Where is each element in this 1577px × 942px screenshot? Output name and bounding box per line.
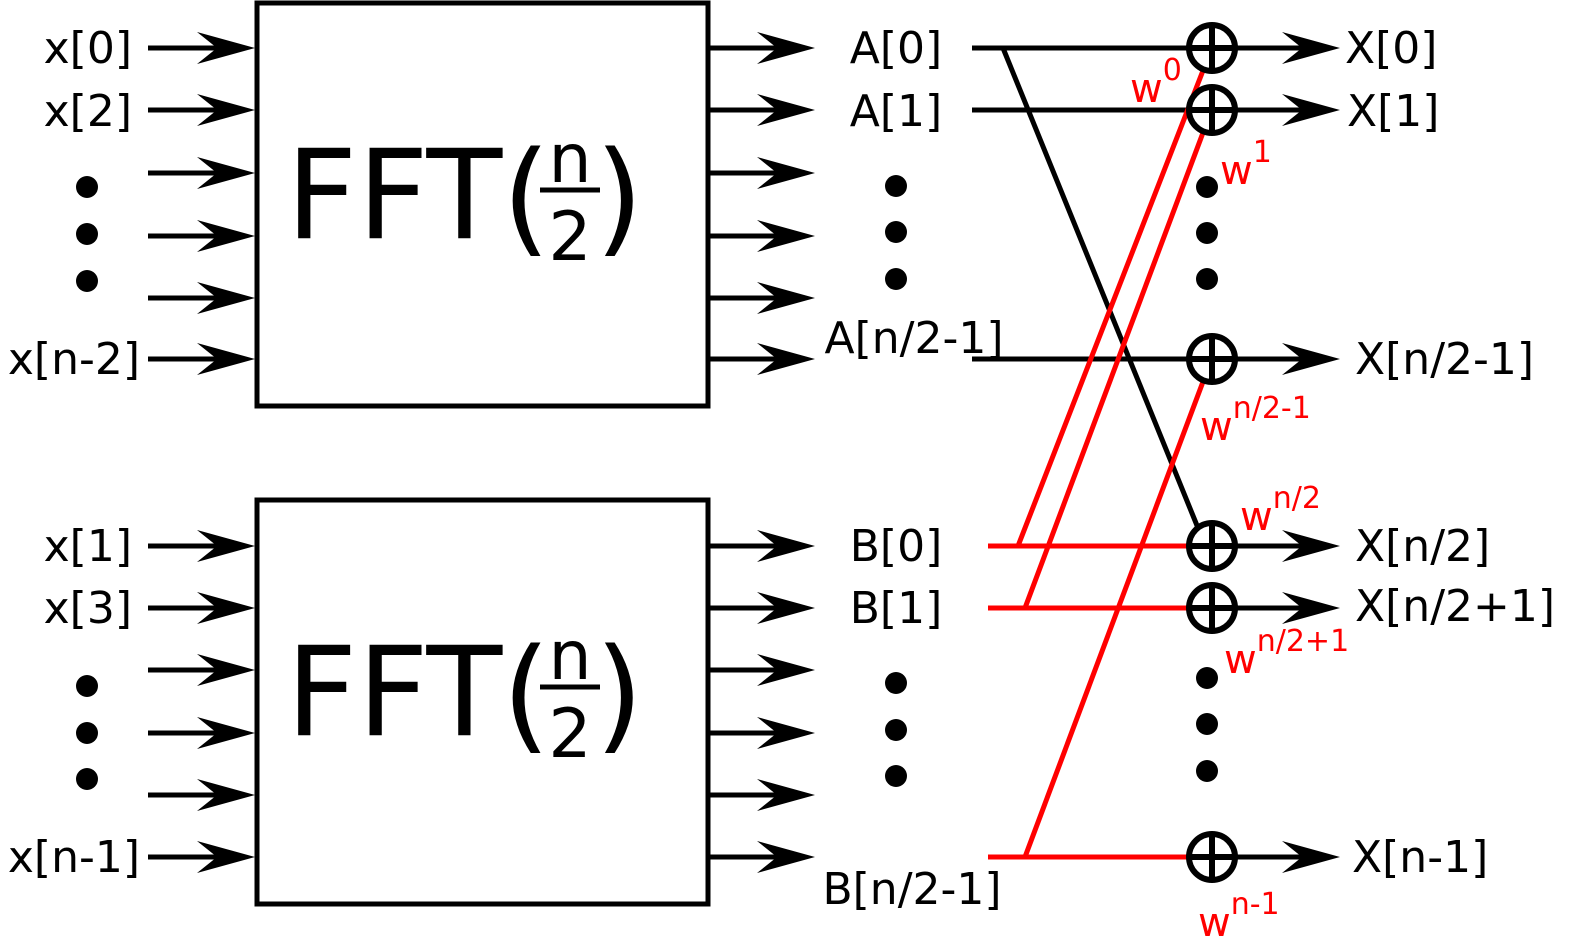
fft-bottom-open-paren: ( (502, 623, 550, 767)
a-label: A[0] (850, 23, 942, 74)
fft-bottom-func: FFT (286, 621, 503, 765)
fft-top-label: FFT ( n 2 ) (286, 120, 643, 277)
twiddle-label: wn/2+1 (1224, 624, 1349, 683)
input-label: x[3] (44, 583, 132, 634)
fft-top-open-paren: ( (502, 126, 550, 270)
b-label: B[n/2-1] (822, 864, 1001, 915)
output-label: X[n/2] (1355, 521, 1490, 572)
fft-block-bottom (254, 497, 711, 907)
arrowhead-icon (757, 530, 815, 562)
arrowhead-icon (1282, 94, 1340, 126)
twiddle-wire (1022, 129, 1207, 609)
arrowhead-icon (197, 717, 255, 749)
arrowhead-icon (197, 841, 255, 873)
arrowhead-icon (197, 94, 255, 126)
ellipsis-dot (76, 223, 98, 245)
output-label: X[n/2+1] (1355, 581, 1555, 632)
fft-top-close-paren: ) (595, 126, 643, 270)
arrowhead-icon (757, 94, 815, 126)
arrowhead-icon (757, 779, 815, 811)
wires (76, 22, 1340, 883)
arrowhead-icon (1282, 343, 1340, 375)
fft-top-denominator: 2 (548, 198, 591, 277)
input-label: x[n-1] (8, 832, 140, 883)
arrowhead-icon (197, 530, 255, 562)
output-label: X[0] (1345, 23, 1437, 74)
arrowhead-icon (757, 220, 815, 252)
twiddle-label: w0 (1130, 53, 1182, 112)
arrowhead-icon (1282, 841, 1340, 873)
ellipsis-dot (76, 722, 98, 744)
output-label: X[n/2-1] (1355, 334, 1534, 385)
fft-top-func: FFT (286, 124, 503, 268)
ellipsis-dot (76, 176, 98, 198)
fft-bottom-label: FFT ( n 2 ) (286, 617, 643, 774)
ellipsis-dot (885, 175, 907, 197)
ellipsis-dot (1196, 222, 1218, 244)
twiddle-label: w1 (1220, 135, 1272, 194)
arrowhead-icon (197, 654, 255, 686)
arrowhead-icon (197, 343, 255, 375)
b-label: B[1] (850, 583, 943, 634)
arrowhead-icon (197, 779, 255, 811)
input-label: x[n-2] (8, 334, 140, 385)
twiddle-label: wn/2 (1240, 481, 1321, 540)
arrowhead-icon (757, 592, 815, 624)
ellipsis-dot (76, 768, 98, 790)
arrowhead-icon (757, 841, 815, 873)
a-label: A[1] (850, 86, 942, 137)
output-label: X[1] (1347, 86, 1439, 137)
ellipsis-dot (885, 221, 907, 243)
arrowhead-icon (757, 282, 815, 314)
arrowhead-icon (1282, 592, 1340, 624)
a-label: A[n/2-1] (824, 313, 1003, 364)
ellipsis-dot (1196, 713, 1218, 735)
ellipsis-dot (885, 268, 907, 290)
ellipsis-dot (885, 672, 907, 694)
ellipsis-dot (76, 675, 98, 697)
input-label: x[0] (44, 23, 132, 74)
input-label: x[1] (44, 521, 132, 572)
twiddle-wire (1022, 378, 1207, 858)
fft-bottom-close-paren: ) (595, 623, 643, 767)
arrowhead-icon (757, 343, 815, 375)
ellipsis-dot (1196, 268, 1218, 290)
twiddle-label: wn-1 (1198, 887, 1280, 942)
b-label: B[0] (850, 521, 943, 572)
arrowhead-icon (757, 717, 815, 749)
arrowhead-icon (197, 32, 255, 64)
fft-bottom-numerator: n (548, 617, 591, 696)
arrowhead-icon (757, 654, 815, 686)
arrowhead-icon (197, 282, 255, 314)
output-label: X[n-1] (1352, 832, 1488, 883)
arrowhead-icon (197, 157, 255, 189)
twiddle-label: wn/2-1 (1200, 391, 1311, 450)
a-cross-wire (1000, 47, 1201, 529)
input-label: x[2] (44, 86, 132, 137)
ellipsis-dot (76, 270, 98, 292)
arrowhead-icon (757, 32, 815, 64)
ellipsis-dot (1196, 176, 1218, 198)
twiddle-wire (1015, 67, 1207, 547)
fft-bottom-denominator: 2 (548, 695, 591, 774)
ellipsis-dot (1196, 667, 1218, 689)
fft-block-top (254, 0, 711, 409)
fft-top-numerator: n (548, 120, 591, 199)
ellipsis-dot (1196, 760, 1218, 782)
arrowhead-icon (1282, 530, 1340, 562)
arrowhead-icon (757, 157, 815, 189)
arrowhead-icon (197, 592, 255, 624)
arrowhead-icon (1282, 32, 1340, 64)
ellipsis-dot (885, 719, 907, 741)
arrowhead-icon (197, 220, 255, 252)
ellipsis-dot (885, 765, 907, 787)
